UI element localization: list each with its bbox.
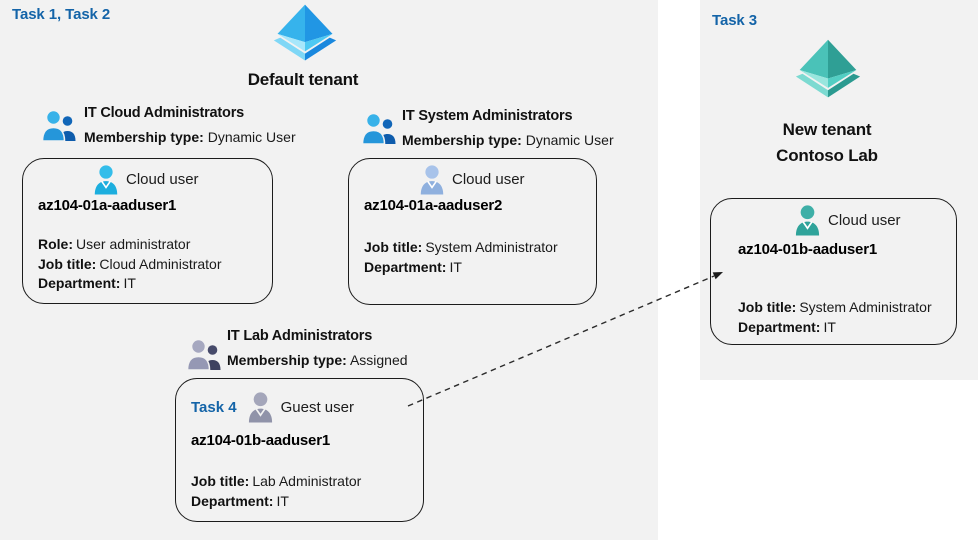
membership-label: Membership type: [402, 132, 522, 148]
attr-value: Lab Administrator [252, 473, 362, 489]
attr-label: Department: [738, 318, 821, 335]
attr-value: IT [823, 318, 836, 335]
membership-value: Dynamic User [207, 129, 296, 145]
cloud-user-card-az104-01b-aaduser1: Cloud user az104-01b-aaduser1 Job title:… [710, 198, 957, 345]
group-title-it-lab-admins: IT Lab Administrators [227, 328, 373, 344]
attr-department: Department:IT [38, 274, 222, 294]
attr-department: Department:IT [191, 492, 361, 512]
attr-label: Job title: [38, 255, 97, 272]
attr-label: Job title: [191, 473, 250, 489]
task-3-label: Task 3 [712, 12, 757, 29]
user-name: az104-01a-aaduser2 [364, 197, 503, 214]
cloud-user-icon-cyan [94, 165, 118, 195]
user-attributes: Job title:System Administrator Departmen… [364, 238, 558, 277]
card-head: Cloud user [93, 164, 199, 195]
new-tenant-title-line2: Contoso Lab [776, 146, 878, 165]
user-card-az104-01a-aaduser2: Cloud user az104-01a-aaduser2 Job title:… [348, 158, 597, 305]
user-type-label: Guest user [280, 398, 354, 416]
membership-value: Dynamic User [525, 132, 614, 148]
attr-value: IT [123, 275, 136, 291]
attr-department: Department:IT [738, 318, 932, 338]
guest-user-card-az104-01b-aaduser1: Task 4 Guest user az104-01b-aaduser1 Job… [175, 378, 424, 522]
user-card-az104-01a-aaduser1: Cloud user az104-01a-aaduser1 Role:User … [22, 158, 273, 304]
user-type-label: Cloud user [452, 171, 525, 188]
group-title-it-cloud-admins: IT Cloud Administrators [84, 105, 245, 121]
user-attributes: Job title:Lab Administrator Department:I… [191, 472, 361, 511]
attr-job-title: Job title:System Administrator [738, 298, 932, 318]
user-type-label: Cloud user [828, 211, 901, 229]
user-name: az104-01b-aaduser1 [191, 432, 330, 449]
user-attributes: Job title:System Administrator Departmen… [738, 298, 932, 337]
attr-value: System Administrator [425, 239, 558, 255]
membership-label: Membership type: [227, 352, 347, 368]
attr-label: Job title: [738, 299, 797, 315]
default-tenant-panel [0, 0, 658, 540]
attr-label: Department: [191, 492, 274, 509]
attr-department: Department:IT [364, 258, 558, 278]
group-membership-it-lab-admins: Membership type: Assigned [227, 352, 408, 368]
task-4-label: Task 4 [191, 398, 237, 416]
new-tenant-title-line1: New tenant [782, 120, 872, 139]
group-people-icon-blue [42, 109, 76, 142]
attr-value: User administrator [76, 236, 191, 252]
user-name: az104-01a-aaduser1 [38, 197, 177, 214]
user-name: az104-01b-aaduser1 [738, 241, 877, 258]
group-membership-it-system-admins: Membership type: Dynamic User [402, 132, 614, 148]
azure-ad-tenant-icon-blue [273, 4, 337, 61]
attr-label: Department: [38, 275, 121, 291]
group-membership-it-cloud-admins: Membership type: Dynamic User [84, 129, 296, 145]
attr-value: IT [449, 258, 462, 275]
attr-label: Job title: [364, 239, 423, 255]
attr-value: Cloud Administrator [99, 255, 222, 272]
azure-ad-tenant-icon-teal [795, 39, 861, 98]
group-people-icon-blue [362, 112, 396, 145]
attr-value: IT [276, 492, 289, 509]
attr-label: Department: [364, 258, 447, 275]
cloud-user-icon-teal [795, 205, 820, 236]
card-head: Task 4 Guest user [191, 391, 354, 423]
membership-label: Membership type: [84, 129, 204, 145]
group-people-icon-gray [187, 338, 221, 371]
attr-job-title: Job title:Lab Administrator [191, 472, 361, 492]
attr-job-title: Job title:Cloud Administrator [38, 255, 222, 275]
membership-value: Assigned [349, 352, 408, 368]
guest-user-icon-gray [248, 392, 272, 423]
card-head: Cloud user [419, 164, 525, 195]
attr-label: Role: [38, 236, 73, 252]
attr-value: System Administrator [799, 299, 932, 315]
user-attributes: Role:User administrator Job title:Cloud … [38, 235, 222, 294]
attr-role: Role:User administrator [38, 235, 222, 255]
group-title-it-system-admins: IT System Administrators [402, 108, 573, 124]
cloud-user-icon-light-blue [420, 165, 444, 195]
task-1-2-label: Task 1, Task 2 [12, 6, 111, 23]
card-head: Cloud user [794, 204, 901, 236]
user-type-label: Cloud user [126, 171, 199, 188]
attr-job-title: Job title:System Administrator [364, 238, 558, 258]
default-tenant-title: Default tenant [247, 70, 359, 89]
